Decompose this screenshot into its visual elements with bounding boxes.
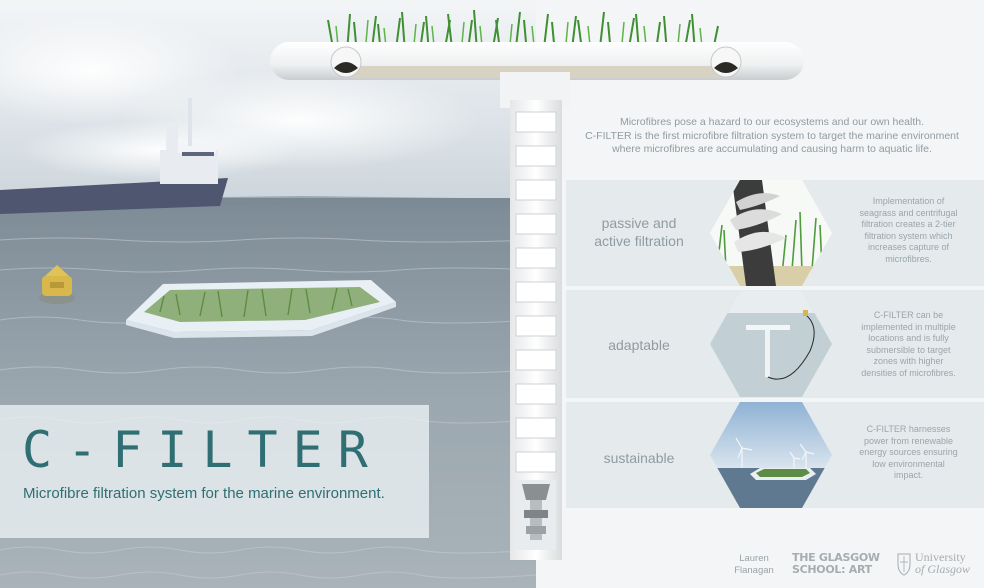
university-crest-icon — [897, 553, 911, 576]
feature-description-adaptable: C-FILTER can be implemented in multiple … — [861, 310, 956, 378]
floating-filter-illustration — [126, 280, 396, 338]
intro-line: where microfibres are accumulating and c… — [612, 143, 932, 155]
feature-label-sustainable: sustainable — [603, 450, 675, 466]
page-title: C-FILTER — [22, 421, 383, 479]
ship-illustration — [0, 98, 228, 214]
glasgow-school-of-art-logo: THE GLASGOW SCHOOL: ART — [792, 551, 880, 576]
feature-label-passive-active: passive and active filtration — [594, 215, 684, 249]
page-subtitle: Microfibre filtration system for the mar… — [23, 485, 385, 502]
c-filter-device-image — [270, 9, 804, 560]
intro-text: Microfibres pose a hazard to our ecosyst… — [572, 116, 972, 157]
feature-label-adaptable: adaptable — [608, 337, 670, 353]
author-credit: Lauren Flanagan — [734, 553, 774, 576]
buoy-illustration — [39, 265, 75, 304]
intro-line: Microfibres pose a hazard to our ecosyst… — [619, 116, 925, 128]
feature-description-sustainable: C-FILTER harnesses power from renewable … — [859, 424, 958, 480]
submerged-filter-image — [710, 291, 832, 397]
university-of-glasgow-logo: University of Glasgow — [915, 550, 971, 576]
spiral-filter-image — [710, 180, 832, 286]
title-panel: C-FILTER Microfibre filtration system fo… — [0, 405, 429, 538]
feature-description-passive-active: Implementation of seagrass and centrifug… — [859, 196, 958, 264]
wind-turbine-image — [710, 402, 832, 508]
intro-line: C-FILTER is the first microfibre filtrat… — [585, 129, 959, 142]
